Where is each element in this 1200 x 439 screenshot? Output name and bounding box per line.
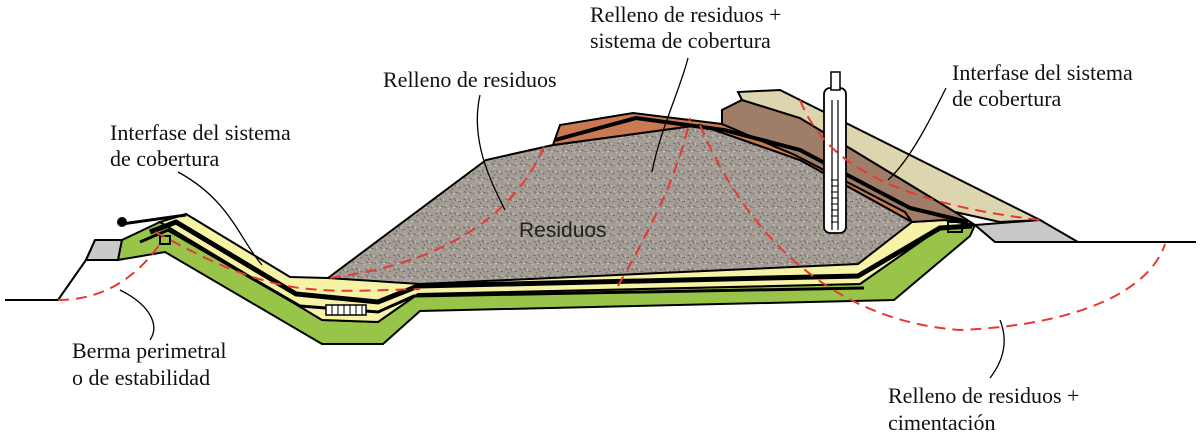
gas-well-icon	[823, 71, 847, 234]
ground-line	[5, 241, 1196, 301]
failure-surface-waste-fill	[329, 144, 546, 279]
failure-surface-left-cover	[154, 231, 421, 292]
label-berm-line1: Berma perimetral	[72, 338, 227, 363]
failure-surface-cover-right	[799, 99, 1041, 221]
label-berm-line2: o de estabilidad	[72, 365, 210, 390]
label-cover-interface-right-line1: Interfase del sistema	[952, 60, 1133, 85]
label-waste-fill-cover-line1: Relleno de residuos +	[590, 2, 781, 27]
leader-lines	[119, 57, 1005, 379]
label-waste-fill: Relleno de residuos	[383, 67, 557, 92]
anchor-trench-icon	[947, 221, 963, 233]
failure-surface-waste-fill-cover	[617, 117, 691, 287]
label-waste: Residuos	[519, 219, 607, 242]
failure-surfaces	[57, 99, 1166, 332]
label-waste-fill-foundation-line2: cimentación	[888, 410, 996, 435]
failure-surface-foundation	[699, 124, 1166, 332]
right-gravel-layer	[972, 218, 1082, 243]
label-cover-interface-left-line2: de cobertura	[110, 146, 220, 171]
berm-outline	[57, 239, 96, 301]
collection-pipe-icon	[325, 304, 367, 316]
label-waste-fill-foundation-line1: Relleno de residuos +	[888, 383, 1079, 408]
label-cover-interface-right-line2: de cobertura	[952, 86, 1062, 111]
label-cover-interface-left-line1: Interfase del sistema	[110, 120, 291, 145]
label-waste-fill-cover-line2: sistema de cobertura	[590, 28, 771, 53]
failure-surface-berm	[57, 243, 161, 301]
riser-pipe-icon	[117, 213, 187, 245]
